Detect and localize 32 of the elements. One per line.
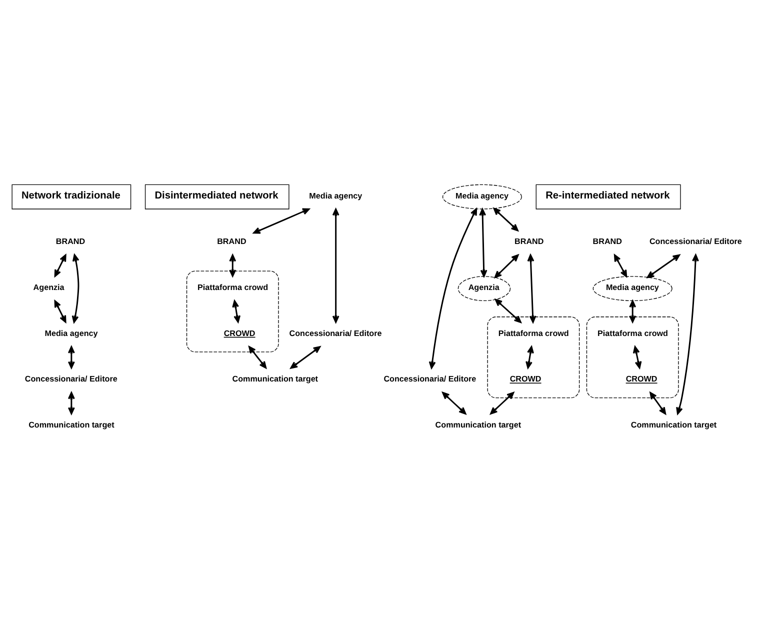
arrow bbox=[646, 254, 680, 278]
arrow bbox=[632, 346, 642, 369]
arrow bbox=[494, 254, 519, 278]
cluster bbox=[186, 270, 279, 352]
arrow bbox=[526, 346, 534, 369]
node-box: Disintermediated network bbox=[144, 184, 290, 210]
arrow bbox=[229, 254, 236, 277]
arrow bbox=[68, 346, 75, 369]
arrow bbox=[490, 392, 514, 414]
arrow bbox=[232, 300, 241, 323]
arrow bbox=[54, 254, 66, 277]
arrow bbox=[248, 346, 267, 369]
arrow bbox=[629, 300, 636, 323]
arrow bbox=[493, 208, 518, 232]
arrow bbox=[72, 254, 80, 323]
arrow bbox=[479, 208, 488, 278]
arrow bbox=[494, 298, 522, 323]
cluster bbox=[487, 316, 580, 398]
arrow bbox=[290, 346, 321, 369]
arrow bbox=[614, 254, 628, 278]
arrow bbox=[253, 208, 310, 234]
arrow bbox=[68, 392, 75, 414]
arrow bbox=[54, 300, 66, 323]
arrow bbox=[332, 208, 340, 323]
node-box: Network tradizionale bbox=[12, 184, 132, 210]
arrow bbox=[442, 392, 466, 414]
arrow bbox=[527, 254, 536, 323]
node-box: Re-intermediated network bbox=[536, 184, 681, 210]
arrow bbox=[650, 392, 666, 414]
arrow bbox=[676, 254, 699, 414]
arrow bbox=[428, 208, 478, 369]
cluster bbox=[586, 316, 679, 398]
